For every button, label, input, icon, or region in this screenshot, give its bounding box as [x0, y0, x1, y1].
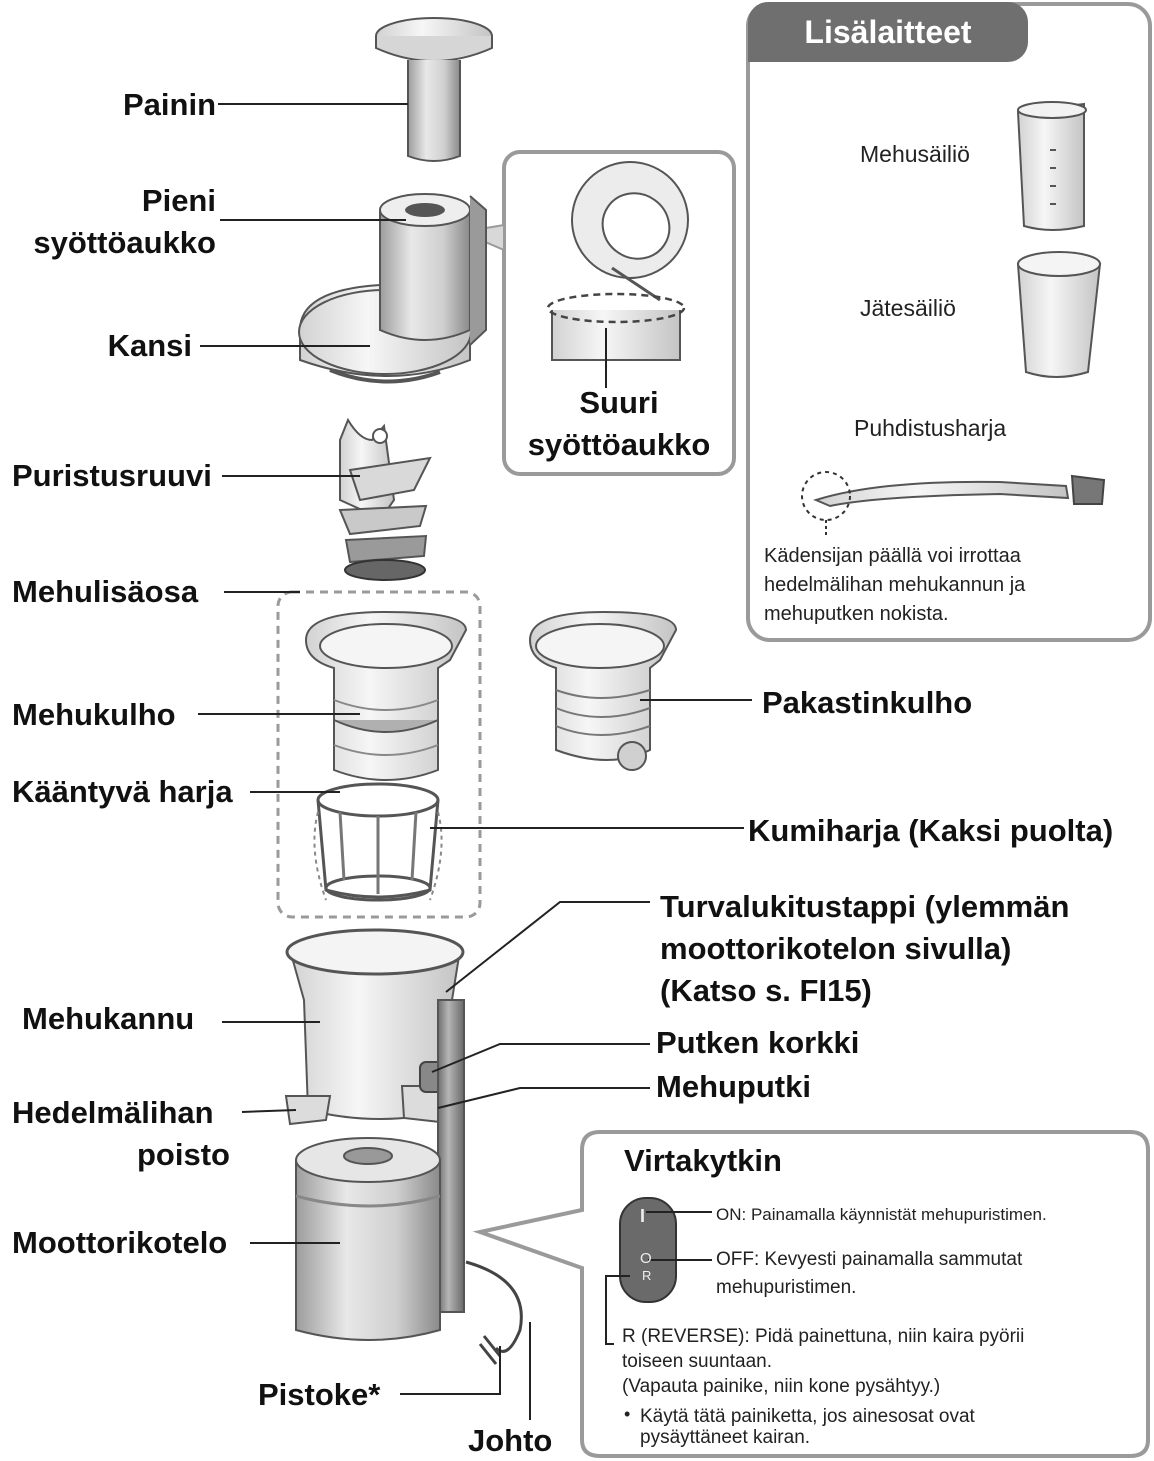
label-motor-base: Moottorikotelo [12, 1225, 228, 1260]
label-pusher: Painin [122, 87, 216, 122]
label-large-feed-line2: syöttöaukko [527, 427, 711, 462]
juice-unit-dashed-frame [276, 590, 482, 919]
label-frozen-bowl: Pakastinkulho [762, 685, 973, 720]
label-lid: Kansi [107, 328, 192, 363]
label-plug: Pistoke* [258, 1377, 381, 1412]
label-large-feed-line1: Suuri [579, 385, 659, 420]
label-juice-bowl: Mehukulho [12, 697, 176, 732]
power-off-label-line1: OFF: Kevyesti painamalla sammutat [716, 1249, 1023, 1270]
label-safety-pin-line1: Turvalukitustappi (ylemmän [660, 889, 1070, 924]
accessories-note-line1: Kädensijan päällä voi irrottaa [764, 545, 1021, 567]
large-feed-inset-frame [502, 150, 736, 476]
spinning-brush-illustration [313, 782, 443, 902]
label-small-feed-line1: Pieni [141, 183, 216, 218]
juice-jug-illustration [284, 928, 465, 1313]
label-auger: Puristusruuvi [12, 458, 212, 493]
label-pulp-outlet-line2: poisto [137, 1137, 230, 1172]
label-cleaning-brush: Puhdistusharja [854, 415, 1007, 441]
juice-bowl-illustration [304, 610, 468, 781]
power-off-label-line2: mehupuristimen. [716, 1277, 857, 1298]
label-cord: Johto [468, 1423, 553, 1458]
lid-illustration [298, 193, 487, 384]
auger-illustration [338, 417, 432, 581]
label-pulp-outlet-line1: Hedelmälihan [12, 1095, 214, 1130]
pusher-illustration [375, 17, 493, 162]
power-symbol-reverse: R [642, 1268, 652, 1283]
motor-base-illustration [295, 1137, 523, 1365]
accessories-title: Lisälaitteet [748, 2, 1028, 62]
label-rubber-brush: Kumiharja (Kaksi puolta) [748, 813, 1114, 848]
juice-container-illustration [1016, 101, 1087, 231]
waste-container-illustration [1016, 251, 1102, 378]
power-note-line1: Käytä tätä painiketta, jos ainesosat ova… [640, 1406, 975, 1427]
power-note-line2: pysäyttäneet kairan. [640, 1427, 811, 1448]
leader-lines [198, 103, 752, 1420]
label-waste-container: Jätesäiliö [860, 295, 956, 321]
label-spinning-brush: Kääntyvä harja [12, 774, 233, 809]
power-reverse-line3: (Vapauta painike, niin kone pysähtyy.) [622, 1376, 941, 1397]
label-safety-pin-line3: (Katso s. FI15) [660, 973, 872, 1008]
power-symbol-off: O [640, 1250, 652, 1267]
power-on-label: ON: Painamalla käynnistät mehupuristimen… [716, 1205, 1047, 1224]
frozen-bowl-illustration [528, 610, 678, 771]
cleaning-brush-illustration [801, 471, 1106, 538]
label-juice-unit: Mehulisäosa [12, 574, 199, 609]
label-spout-cap: Putken korkki [656, 1025, 860, 1060]
power-symbol-on: I [640, 1206, 646, 1226]
accessories-note-line2: hedelmälihan mehukannun ja [764, 574, 1026, 596]
power-switch-title: Virtakytkin [624, 1143, 782, 1178]
label-juice-spout: Mehuputki [656, 1069, 811, 1104]
label-safety-pin-line2: moottorikotelon sivulla) [660, 931, 1012, 966]
power-reverse-line1: R (REVERSE): Pidä painettuna, niin kaira… [622, 1326, 1025, 1347]
bullet-dot: • [624, 1404, 631, 1424]
label-small-feed-line2: syöttöaukko [33, 225, 216, 260]
accessories-note-line3: mehuputken nokista. [764, 603, 949, 625]
power-button-illustration [619, 1197, 677, 1303]
large-feed-illustration [546, 161, 689, 361]
label-juice-jug: Mehukannu [22, 1001, 195, 1036]
power-reverse-line2: toiseen suuntaan. [622, 1351, 773, 1372]
label-juice-container: Mehusäiliö [860, 141, 970, 167]
